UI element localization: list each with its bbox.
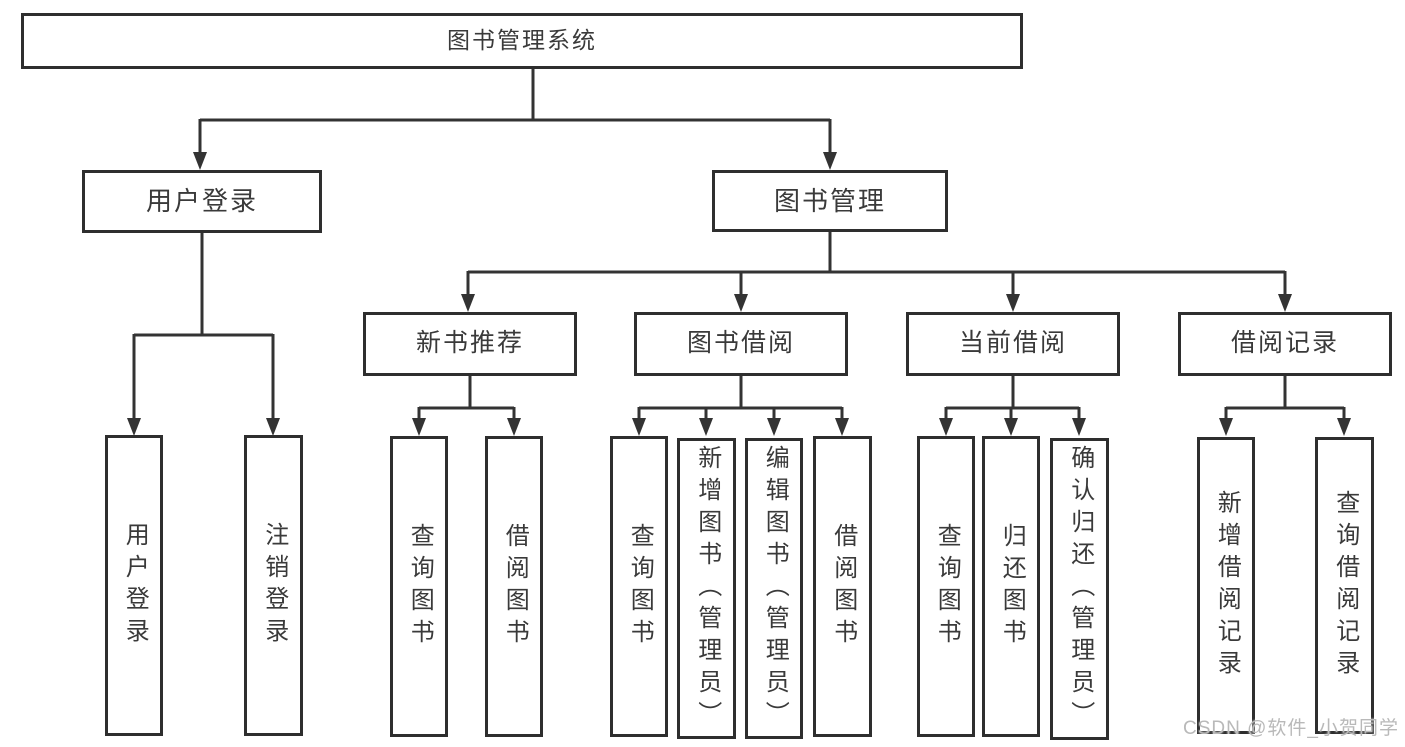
connector-root: [198, 69, 832, 153]
node-new-book-recommend: 新书推荐: [363, 312, 577, 376]
node-book-borrow: 图书借阅: [634, 312, 848, 376]
leaf-records-add-record: 新增借阅记录: [1197, 437, 1255, 734]
leaf-newbook-borrow-books: 借阅图书: [485, 436, 543, 737]
connector-borrow-records: [1224, 376, 1346, 419]
leaf-newbook-query-books: 查询图书: [390, 436, 448, 737]
connector-book-borrow: [637, 376, 844, 419]
leaf-borrow-edit-books-admin: 编辑图书（管理员）: [745, 438, 803, 739]
leaf-borrow-add-books-admin: 新增图书（管理员）: [677, 438, 736, 739]
connector-user-login: [132, 233, 275, 419]
node-book-mgmt: 图书管理: [712, 170, 948, 232]
connector-new-book: [417, 376, 516, 419]
node-root: 图书管理系统: [21, 13, 1023, 69]
leaf-logout: 注销登录: [244, 435, 303, 736]
leaf-borrow-query-books: 查询图书: [610, 436, 668, 737]
node-user-login: 用户登录: [82, 170, 322, 233]
arrowheads: [127, 152, 1351, 436]
node-current-borrow: 当前借阅: [906, 312, 1120, 376]
connector-current-borrow: [944, 376, 1081, 419]
leaf-current-return-books: 归还图书: [982, 436, 1040, 737]
leaf-current-confirm-return-admin: 确认归还（管理员）: [1050, 438, 1109, 740]
leaf-current-query-books: 查询图书: [917, 436, 975, 737]
watermark: CSDN @软件_小贺同学: [1183, 718, 1399, 739]
connector-book-mgmt: [466, 232, 1287, 295]
node-borrow-records: 借阅记录: [1178, 312, 1392, 376]
leaf-records-query-record: 查询借阅记录: [1315, 437, 1374, 734]
leaf-user-login: 用户登录: [105, 435, 163, 736]
leaf-borrow-borrow-books: 借阅图书: [813, 436, 872, 737]
